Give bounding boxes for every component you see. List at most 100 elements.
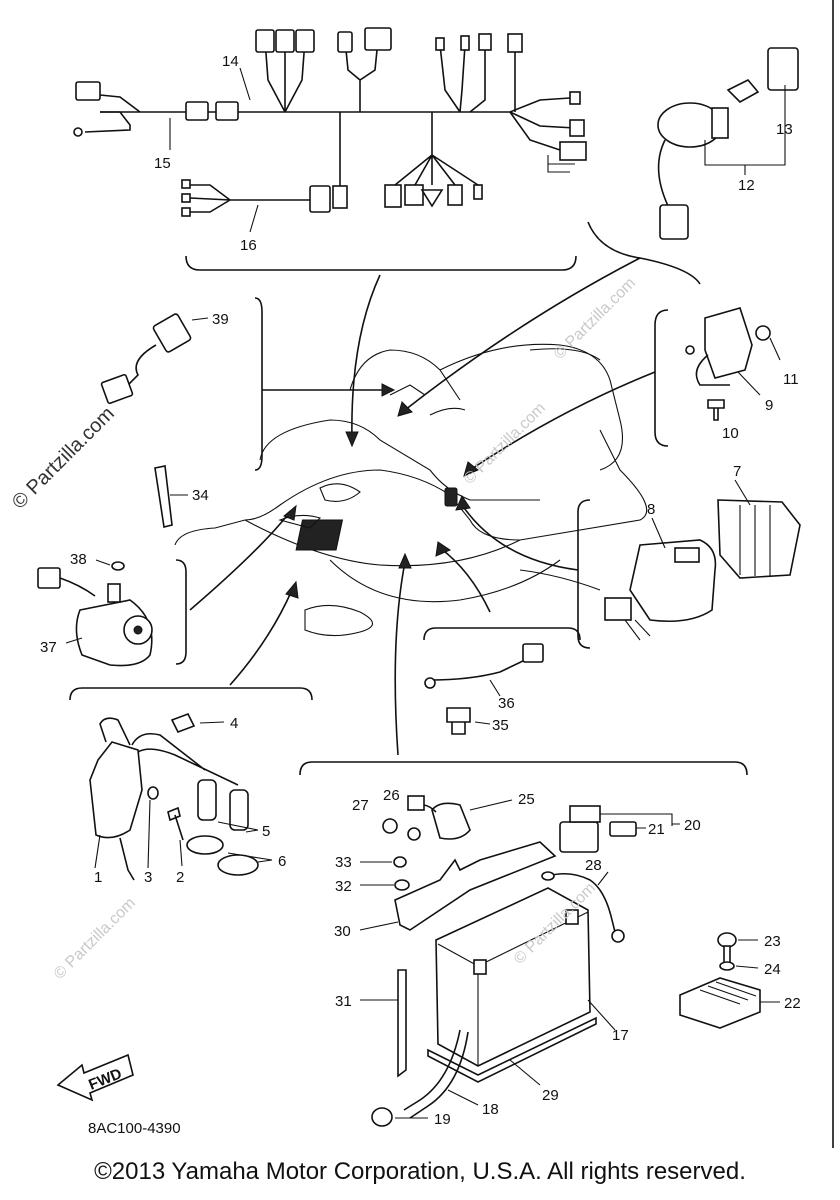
leader-14 bbox=[239, 67, 251, 101]
connector bbox=[473, 184, 483, 200]
starter-motor-group bbox=[37, 559, 153, 667]
callout-37: 37 bbox=[40, 639, 57, 656]
leader-6 bbox=[227, 852, 273, 863]
connector bbox=[215, 101, 239, 121]
leader-3 bbox=[147, 799, 151, 869]
leader-39 bbox=[191, 317, 209, 321]
sensor-lead bbox=[429, 659, 526, 681]
connector bbox=[460, 35, 470, 51]
harness-drops bbox=[344, 39, 379, 112]
body-skirt bbox=[329, 559, 561, 603]
rectifier-ribs bbox=[699, 981, 757, 1005]
relay-connector bbox=[604, 597, 632, 621]
leader-28 bbox=[597, 871, 609, 886]
terminal-pins bbox=[547, 155, 575, 173]
wire-harness-group bbox=[73, 27, 587, 233]
callout-11: 11 bbox=[783, 371, 799, 388]
callout-22: 22 bbox=[784, 995, 801, 1012]
reference-code: 8AC100-4390 bbox=[88, 1120, 181, 1137]
hold-down-rod bbox=[397, 969, 407, 1078]
seat-line bbox=[529, 348, 601, 361]
callout-8: 8 bbox=[647, 501, 655, 518]
arrow-starter bbox=[189, 511, 291, 611]
bracket-coil bbox=[69, 687, 313, 701]
bracket-battery bbox=[299, 761, 748, 776]
switch-connector bbox=[659, 204, 689, 240]
starter-connector bbox=[37, 567, 61, 589]
relay-wires bbox=[624, 619, 651, 641]
washer-icon bbox=[719, 961, 735, 971]
bracket-35-36 bbox=[423, 627, 581, 641]
harness-branch bbox=[509, 111, 561, 151]
callout-4: 4 bbox=[230, 715, 238, 732]
sub-harness-16 bbox=[189, 184, 310, 213]
terminal bbox=[181, 179, 191, 189]
coil-ground-wire bbox=[119, 837, 135, 881]
callout-3: 3 bbox=[144, 869, 152, 886]
windshield bbox=[349, 349, 461, 401]
washer-icon bbox=[147, 786, 159, 800]
ring-terminal bbox=[611, 929, 625, 943]
regulator-location-mark bbox=[444, 487, 458, 507]
handlebar-switch bbox=[152, 313, 192, 353]
battery-cable bbox=[547, 872, 616, 933]
leader-17 bbox=[587, 999, 616, 1031]
leader-9 bbox=[737, 371, 761, 396]
callout-38: 38 bbox=[70, 551, 87, 568]
cooling-fins bbox=[739, 505, 771, 576]
key-icon bbox=[726, 79, 760, 103]
connector bbox=[332, 185, 348, 209]
connector bbox=[75, 81, 101, 101]
callout-26: 26 bbox=[383, 787, 400, 804]
callout-5: 5 bbox=[262, 823, 270, 840]
connector bbox=[559, 141, 587, 161]
copyright-footer: ©2013 Yamaha Motor Corporation, U.S.A. A… bbox=[94, 1158, 746, 1185]
leader-8 bbox=[651, 517, 666, 549]
callout-14: 14 bbox=[222, 53, 239, 70]
vent-tube bbox=[403, 1029, 461, 1111]
leader-29 bbox=[509, 1059, 541, 1086]
leader-37 bbox=[65, 637, 83, 644]
ring-terminal bbox=[685, 345, 695, 355]
terminal bbox=[181, 193, 191, 203]
callout-39: 39 bbox=[212, 311, 229, 328]
starter-nut bbox=[111, 561, 125, 571]
harness-drops bbox=[439, 44, 486, 113]
grommet bbox=[186, 835, 224, 855]
vent-tube-edge bbox=[409, 1031, 469, 1119]
screw-head bbox=[717, 932, 737, 948]
sensor-group bbox=[424, 643, 544, 735]
callout-13: 13 bbox=[776, 121, 793, 138]
plug-cap bbox=[197, 779, 217, 821]
cable-end bbox=[541, 871, 555, 881]
snowmobile-outline bbox=[174, 343, 648, 637]
battery-location-mark bbox=[295, 519, 344, 551]
bracket-39 bbox=[254, 297, 263, 471]
battery-pad bbox=[427, 1016, 597, 1083]
callout-21: 21 bbox=[648, 821, 665, 838]
bracket-37 bbox=[175, 559, 187, 665]
coil-lead bbox=[99, 717, 131, 746]
switch-cable bbox=[127, 344, 157, 386]
connector bbox=[185, 101, 209, 121]
plug-leads bbox=[131, 732, 239, 786]
arrow-main-switch bbox=[404, 257, 641, 411]
leader-11 bbox=[769, 337, 781, 361]
nut-icon bbox=[407, 827, 421, 841]
rectifier-regulator bbox=[717, 499, 801, 579]
harness-fan bbox=[394, 112, 479, 186]
washer-icon bbox=[394, 879, 410, 891]
location-arrows bbox=[189, 257, 656, 756]
connector bbox=[420, 189, 444, 208]
watermark-main: © Partzilla.com bbox=[8, 403, 119, 514]
leader-35 bbox=[474, 721, 491, 725]
diagram-canvas: © Partzilla.com bbox=[8, 0, 834, 1148]
leader-20-21 bbox=[600, 813, 680, 829]
fuse bbox=[609, 821, 637, 837]
callout-7: 7 bbox=[733, 463, 741, 480]
relay-25 bbox=[431, 802, 471, 840]
callout-32: 32 bbox=[335, 878, 352, 895]
callout-20: 20 bbox=[684, 817, 701, 834]
callout-28: 28 bbox=[585, 857, 602, 874]
connector bbox=[478, 33, 492, 51]
